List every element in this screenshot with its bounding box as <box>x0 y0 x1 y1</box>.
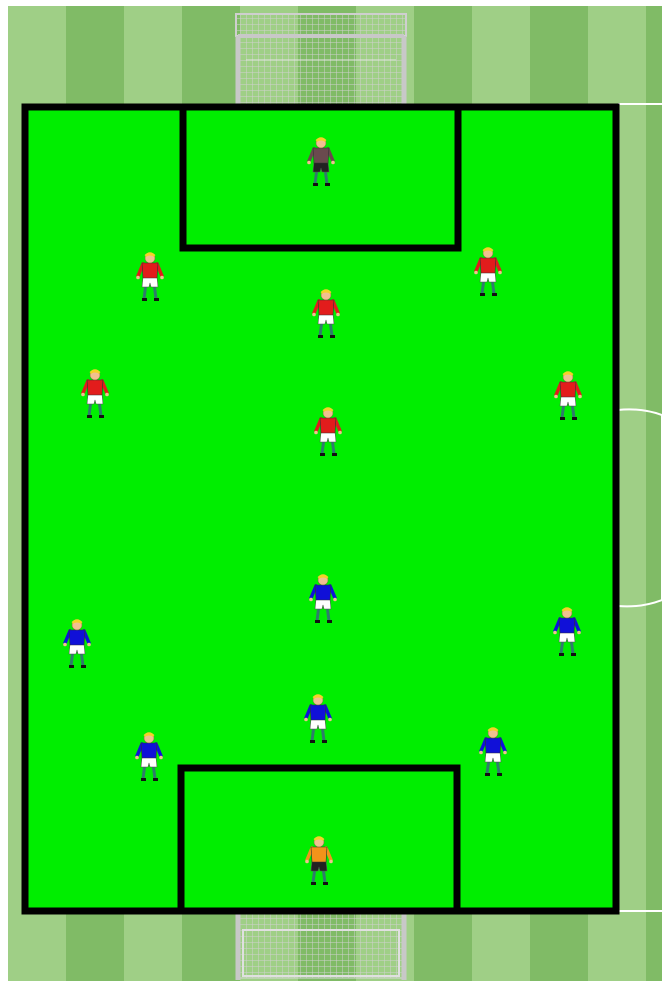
drill-area <box>25 107 616 911</box>
top-goal <box>236 14 406 106</box>
bottom-goal <box>236 910 406 980</box>
grass-stripe <box>646 6 662 981</box>
